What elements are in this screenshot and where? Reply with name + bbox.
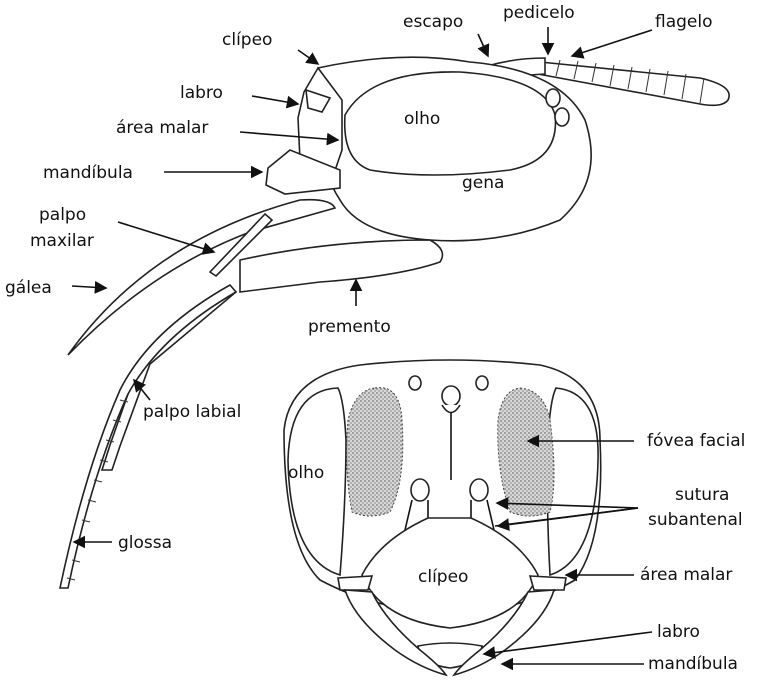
- fovea-left: [347, 388, 403, 516]
- label-flagelo: flagelo: [655, 12, 713, 32]
- label-clipeo-side: clípeo: [222, 30, 272, 50]
- ocellus-front: [409, 376, 421, 390]
- label-fovea-facial: fóvea facial: [647, 431, 745, 451]
- label-olho-front: olho: [288, 463, 324, 483]
- ocellus-side: [546, 89, 560, 107]
- label-mandibula-side: mandíbula: [43, 163, 133, 183]
- area-malar-left: [338, 576, 372, 590]
- front-view-head: [284, 360, 601, 675]
- palpo-labial-shape: [102, 286, 236, 470]
- label-escapo: escapo: [403, 12, 463, 32]
- olho-side-shape: [345, 72, 556, 175]
- label-clipeo-front: clípeo: [418, 567, 468, 587]
- label-area-malar-side: área malar: [116, 118, 208, 138]
- label-subantenal: subantenal: [648, 510, 743, 530]
- label-labro-front: labro: [657, 622, 700, 642]
- arrow-clipeo: [298, 50, 318, 64]
- label-palpo-labial: palpo labial: [143, 402, 241, 422]
- antennal-socket-right: [470, 479, 488, 501]
- label-mandibula-front: mandíbula: [648, 654, 738, 674]
- arrow-palpo-maxilar: [118, 222, 214, 252]
- label-palpo: palpo: [39, 205, 86, 225]
- label-premento: premento: [308, 317, 391, 337]
- premento-shape: [240, 240, 442, 292]
- arrow-flagelo: [572, 30, 652, 56]
- arrow-escapo: [478, 34, 488, 56]
- label-area-malar-front: área malar: [640, 565, 732, 585]
- label-sutura: sutura: [675, 485, 729, 505]
- ocellus-side: [555, 108, 569, 126]
- label-galea: gálea: [5, 278, 52, 298]
- ocellus-front: [442, 386, 460, 406]
- label-maxilar: maxilar: [30, 231, 94, 251]
- antennal-socket-left: [411, 479, 429, 501]
- label-pedicelo: pedicelo: [503, 3, 575, 23]
- arrow-labro: [252, 96, 298, 104]
- label-labro-side: labro: [180, 83, 223, 103]
- arrow-galea: [72, 286, 106, 288]
- ocellus-front: [476, 376, 488, 390]
- fovea-right: [498, 388, 554, 516]
- area-malar-right: [530, 576, 566, 590]
- label-glossa: glossa: [118, 533, 172, 553]
- label-gena: gena: [462, 173, 504, 193]
- label-olho-side: olho: [404, 109, 440, 129]
